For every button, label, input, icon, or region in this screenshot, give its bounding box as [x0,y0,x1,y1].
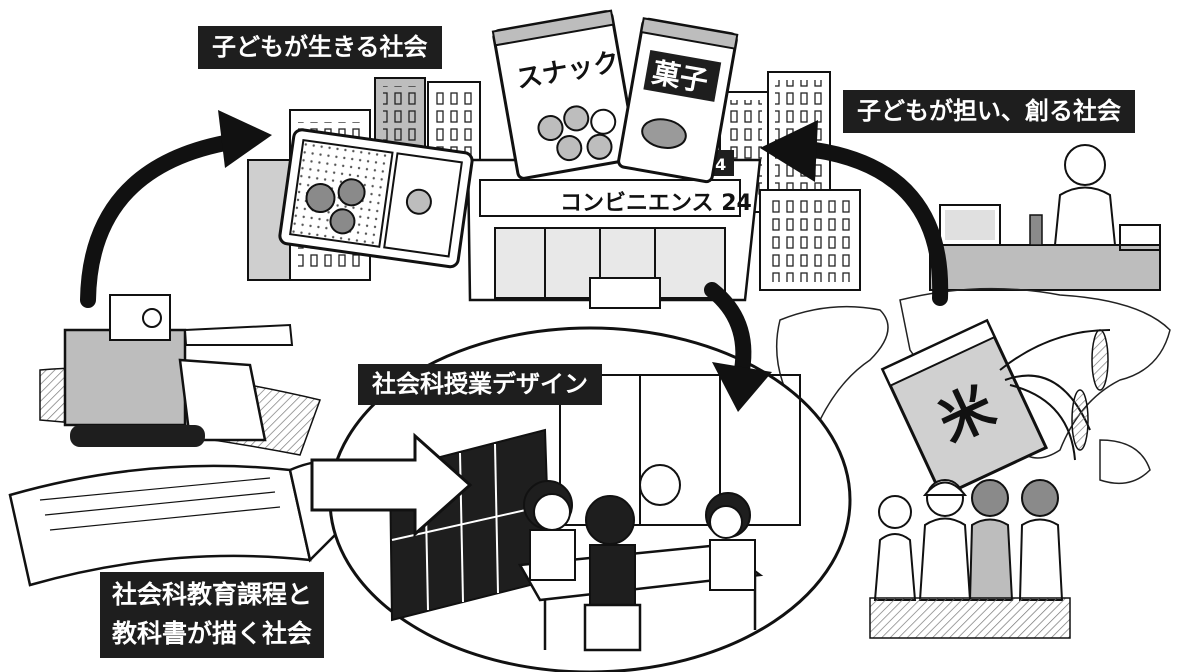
bento-box [278,128,474,269]
classroom-scene [328,326,852,672]
open-textbook [8,460,353,587]
cycle-arrows [80,110,949,538]
rice-stalks [999,329,1111,461]
label-society-children-build: 子どもが担い、創る社会 [843,90,1135,133]
convenience-store: コンビニエンス 24 24 [466,150,762,309]
snack-bag: スナック [491,9,638,180]
store-sign-text: コンビニエンス 24 [560,191,752,216]
farmers-group [869,479,1071,639]
students-at-table [517,464,764,652]
label-curriculum-textbook: 社会科教育課程と 教科書が描く社会 [100,572,325,658]
combine-harvester [39,294,321,456]
label-lesson-design: 社会科授業デザイン [358,364,602,405]
label-society-children-live-in: 子どもが生きる社会 [198,26,442,69]
rice-bag: 米 [880,318,1049,499]
sweets-bag: 菓子 [617,17,739,184]
label-curriculum-line1: 社会科教育課程と [112,580,313,609]
label-curriculum-line2: 教科書が描く社会 [112,618,313,648]
laboratory-scene [929,144,1161,291]
